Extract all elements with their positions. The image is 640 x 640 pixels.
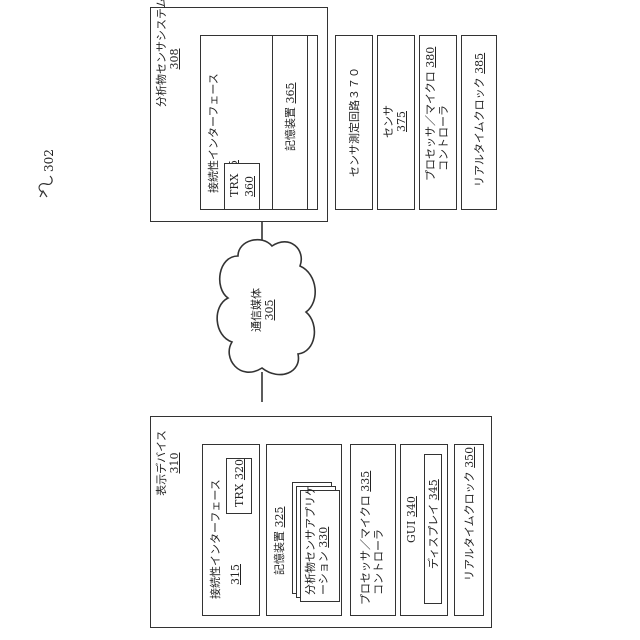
sensor-clock-box: リアルタイムクロック 385	[461, 35, 497, 210]
sensor-label: センサ 375	[382, 34, 408, 209]
display-trx-label: TRX 320	[233, 459, 246, 507]
display-conn-interface-ref: 315	[229, 564, 242, 585]
display-panel-label: ディスプレイ 345	[427, 479, 440, 569]
display-processor-box: プロセッサ／マイクロ 335 コントローラ	[350, 444, 396, 616]
gui-label: GUI 340	[405, 496, 418, 543]
sensor-measure-circuit-label: センサ測定回路３７０	[348, 67, 361, 177]
display-storage-label: 記憶装置 325	[273, 507, 286, 576]
sensor-trx-box: TRX 360	[224, 163, 260, 210]
medium-label: 通信媒体 305	[250, 270, 276, 350]
sensor-system-title: 分析物センサシステム 308	[155, 11, 181, 107]
figure-ref-squiggle	[39, 176, 52, 192]
analyte-sensor-app-box: 分析物センサアプリケ ーション 330	[300, 490, 340, 602]
figure-ref: 302	[43, 149, 56, 172]
sensor-measure-circuit-box: センサ測定回路３７０	[335, 35, 373, 210]
display-trx-box: TRX 320	[226, 458, 252, 514]
display-clock-box: リアルタイムクロック 350	[454, 444, 484, 616]
display-clock-label: リアルタイムクロック 350	[463, 447, 476, 581]
display-conn-interface-label: 接続性インターフェース	[209, 479, 222, 599]
display-device-title: 表示デバイス 310	[155, 419, 181, 507]
sensor-clock-label: リアルタイムクロック 385	[473, 53, 486, 187]
sensor-storage-box: 記憶装置 365	[272, 35, 308, 210]
sensor-box: センサ 375	[377, 35, 415, 210]
sensor-processor-box: プロセッサ／マイクロ 380 コントローラ	[419, 35, 457, 210]
sensor-trx-label: TRX	[228, 174, 241, 197]
analyte-sensor-app-label: 分析物センサアプリケ ーション 330	[304, 485, 330, 595]
sensor-trx-ref: 360	[243, 176, 256, 197]
sensor-storage-label: 記憶装置 365	[284, 83, 297, 152]
display-processor-label: プロセッサ／マイクロ 335 コントローラ	[359, 471, 385, 605]
sensor-processor-label: プロセッサ／マイクロ 380 コントローラ	[424, 47, 450, 181]
display-panel-box: ディスプレイ 345	[424, 454, 442, 604]
sensor-conn-interface-label: 接続性インターフェース	[207, 73, 220, 193]
